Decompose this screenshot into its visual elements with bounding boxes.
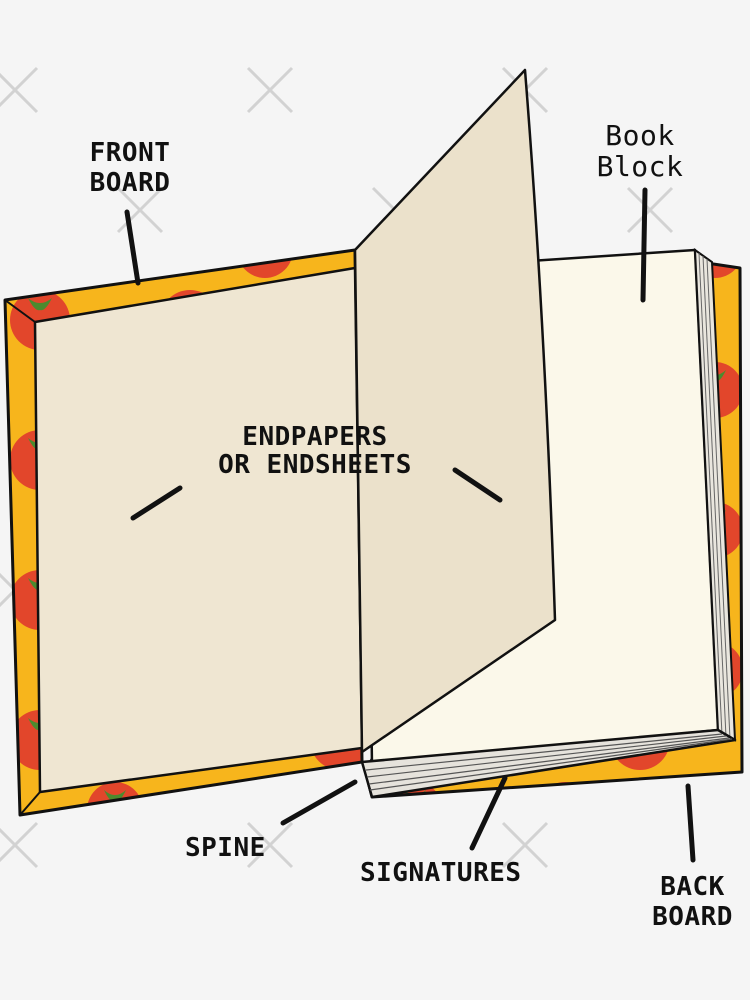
book-block-label: Book Block (596, 119, 684, 183)
front-board-pointer (124, 209, 141, 286)
endpapers-label: ENDPAPERS OR ENDSHEETS (218, 422, 412, 480)
spine-pointer (280, 779, 358, 826)
signatures-label: SIGNATURES (360, 858, 522, 888)
front-endpaper (33, 266, 364, 794)
endpaper-pointer-right (452, 467, 503, 503)
front-board-label: FRONT BOARD (89, 138, 171, 198)
endpaper-pointer-left (130, 485, 183, 521)
spine-label: SPINE (185, 833, 266, 863)
signatures-pointer (469, 775, 508, 851)
back-board-label: BACK BOARD (652, 872, 733, 932)
signatures-edge (360, 728, 737, 799)
back-board-pointer (685, 783, 696, 863)
flyleaf-endsheet (353, 68, 557, 754)
book-block-pointer (640, 187, 648, 303)
pointer-lines (124, 187, 696, 863)
